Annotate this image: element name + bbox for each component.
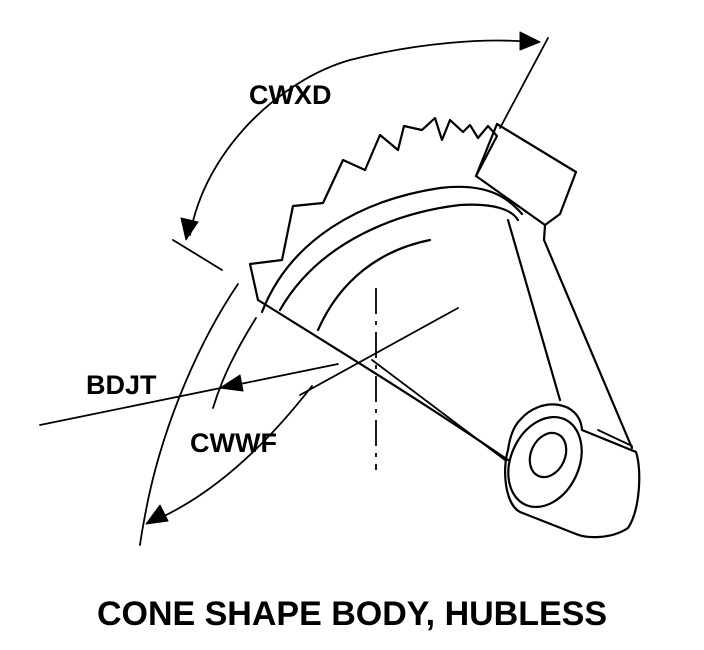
bdjt-label: BDJT bbox=[86, 370, 157, 400]
boss-body bbox=[504, 403, 641, 539]
cwxd-arc bbox=[189, 39, 531, 236]
cwwf-leader-arc bbox=[159, 385, 313, 519]
cwwf-inner-arc bbox=[212, 317, 257, 409]
boss-face-outer bbox=[507, 415, 583, 509]
boss bbox=[504, 403, 641, 539]
cwxd-arrow-left bbox=[180, 217, 199, 241]
gear-sector-body bbox=[248, 116, 634, 462]
inner-arc-2 bbox=[278, 203, 520, 312]
cone-edge-upper bbox=[316, 238, 432, 332]
cwwf-arrow bbox=[145, 504, 169, 525]
cwxd-arrow-right bbox=[519, 31, 541, 51]
arm-right-edge bbox=[542, 238, 634, 450]
arm-left-edge bbox=[256, 298, 510, 462]
arm-inner-edge bbox=[506, 218, 562, 402]
horizontal-centerline bbox=[299, 307, 459, 396]
cwxd-label: CWXD bbox=[249, 80, 332, 110]
bdjt-dimension: BDJT bbox=[39, 363, 339, 426]
center-lines bbox=[299, 288, 633, 470]
axis-line-long bbox=[371, 359, 506, 461]
hub-block bbox=[474, 122, 578, 227]
diagram-caption: CONE SHAPE BODY, HUBLESS bbox=[97, 595, 607, 633]
cwxd-dimension: CWXD bbox=[172, 31, 549, 271]
axis-line-end bbox=[597, 429, 633, 447]
inner-arc bbox=[260, 185, 524, 314]
gear-teeth-outline bbox=[248, 116, 547, 302]
bdjt-leader bbox=[39, 363, 339, 426]
cwxd-extension-right bbox=[499, 37, 549, 129]
cwwf-dimension: CWWF bbox=[139, 283, 313, 546]
cwwf-label: CWWF bbox=[190, 428, 277, 458]
cwwf-outer-arc bbox=[139, 283, 239, 546]
cwxd-extension-left bbox=[172, 239, 223, 271]
boss-bore bbox=[528, 431, 568, 479]
bdjt-arrow bbox=[219, 374, 244, 392]
